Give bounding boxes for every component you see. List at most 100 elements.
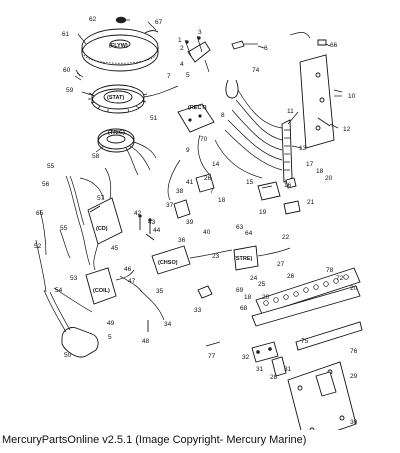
callout-58: 58 [92, 153, 100, 160]
callout-32: 32 [242, 354, 250, 361]
callout-26b: 26 [287, 273, 295, 280]
callout-63: 63 [236, 224, 244, 231]
callout-31a: 31 [256, 366, 264, 373]
callout-11: 11 [287, 108, 294, 115]
callout-19: 19 [259, 209, 267, 216]
callout-7b: 7 [210, 188, 214, 195]
callout-70: 70 [200, 136, 208, 143]
callout-26: 26 [204, 175, 212, 182]
wire-35 [119, 275, 143, 293]
callout-67: 67 [155, 19, 163, 26]
callout-29: 29 [350, 373, 358, 380]
callout-59: 59 [66, 87, 74, 94]
callout-74: 74 [252, 67, 260, 74]
callout-18c: 18 [244, 294, 252, 301]
callout-31b: 31 [284, 366, 292, 373]
starter-relay: (STRE) [233, 245, 291, 271]
callout-40: 40 [203, 229, 211, 236]
callout-numbers: 62 67 61 60 59 58 1 2 3 4 5 6 74 66 10 1… [34, 16, 358, 426]
callout-55b: 55 [60, 225, 68, 232]
callout-76: 76 [350, 348, 358, 355]
connector-33 [197, 285, 213, 299]
callout-39: 39 [186, 219, 194, 226]
callout-3: 3 [198, 29, 202, 36]
callout-14: 14 [212, 161, 220, 168]
lead-54 [53, 287, 93, 313]
callout-18: 18 [316, 168, 324, 175]
callout-7a: 7 [167, 73, 171, 80]
callout-75: 75 [301, 338, 309, 345]
callout-52: 52 [34, 243, 42, 250]
callout-69: 69 [236, 287, 244, 294]
callout-5b: 5 [108, 334, 112, 341]
callout-53: 53 [70, 275, 78, 282]
wire-harness-56 [65, 175, 91, 266]
starter-solenoid-32 [251, 341, 279, 363]
callout-51: 51 [150, 115, 158, 122]
starter-relay-label: (STRE) [234, 256, 253, 262]
callout-54: 54 [55, 287, 63, 294]
callout-41: 41 [186, 179, 194, 186]
relay-41 [195, 173, 215, 193]
relay-28 [271, 356, 287, 377]
screws-42-44 [138, 214, 155, 241]
callout-49: 49 [107, 320, 115, 327]
callout-4: 4 [180, 61, 184, 68]
callout-34: 34 [164, 321, 172, 328]
callout-9: 9 [186, 147, 190, 154]
sensor-65 [39, 209, 47, 256]
callout-47: 47 [128, 278, 136, 285]
flywheel-label: (FLYW) [109, 43, 128, 49]
callout-27: 27 [277, 261, 285, 268]
callout-35: 35 [156, 288, 164, 295]
callout-48: 48 [142, 338, 150, 345]
sensor-6 [231, 40, 258, 50]
callout-20c: 20 [350, 285, 358, 292]
plug-lead-bracket [43, 289, 99, 358]
choke-solenoid-label: (CHSO) [158, 260, 178, 266]
image-caption: MercuryPartsOnline v2.5.1 (Image Copyrig… [2, 434, 307, 446]
callout-44: 44 [153, 227, 161, 234]
callout-13: 13 [299, 145, 307, 152]
callout-66: 66 [330, 42, 338, 49]
trigger: (TRIG) [97, 128, 157, 176]
callout-77: 77 [208, 353, 216, 360]
callout-20: 20 [325, 175, 333, 182]
wire-34 [139, 289, 165, 321]
callout-55a: 55 [47, 163, 55, 170]
callout-12: 12 [343, 126, 351, 133]
flywheel-key [144, 30, 159, 34]
lead-55 [59, 229, 71, 259]
solenoid-15 [257, 181, 281, 201]
callout-61: 61 [62, 31, 70, 38]
fuse-holder-21 [283, 200, 301, 215]
wiring-exploded-diagram: (FLYW) (STAT) (TRIG) [34, 16, 363, 430]
callout-68: 68 [240, 305, 248, 312]
ignition-plate-top [184, 35, 211, 73]
callout-5: 5 [186, 72, 190, 79]
clip-66 [317, 39, 327, 46]
callout-17: 17 [306, 161, 314, 168]
callout-78: 78 [326, 267, 334, 274]
callout-21: 21 [307, 199, 315, 206]
rectifier-label: (RECT) [188, 105, 207, 111]
stator: (STAT) [88, 84, 179, 114]
callout-36: 36 [178, 237, 186, 244]
small-relay-16 [285, 177, 297, 189]
plug-77 [205, 341, 221, 347]
callout-37: 37 [166, 202, 174, 209]
mounting-bracket [299, 54, 343, 149]
coil-label: (COIL) [93, 288, 110, 294]
callout-16: 16 [284, 182, 292, 189]
callout-28: 28 [270, 374, 278, 381]
callout-15: 15 [246, 179, 254, 186]
lead-52 [35, 239, 47, 293]
bracket-37 [173, 199, 191, 219]
bolt-12 [317, 117, 331, 127]
callout-46: 46 [124, 266, 132, 273]
callout-62: 62 [89, 16, 97, 23]
stator-screws [74, 72, 84, 81]
ignition-coil: (COIL) [85, 267, 135, 305]
callout-33: 33 [194, 307, 202, 314]
callout-2: 2 [180, 45, 184, 52]
